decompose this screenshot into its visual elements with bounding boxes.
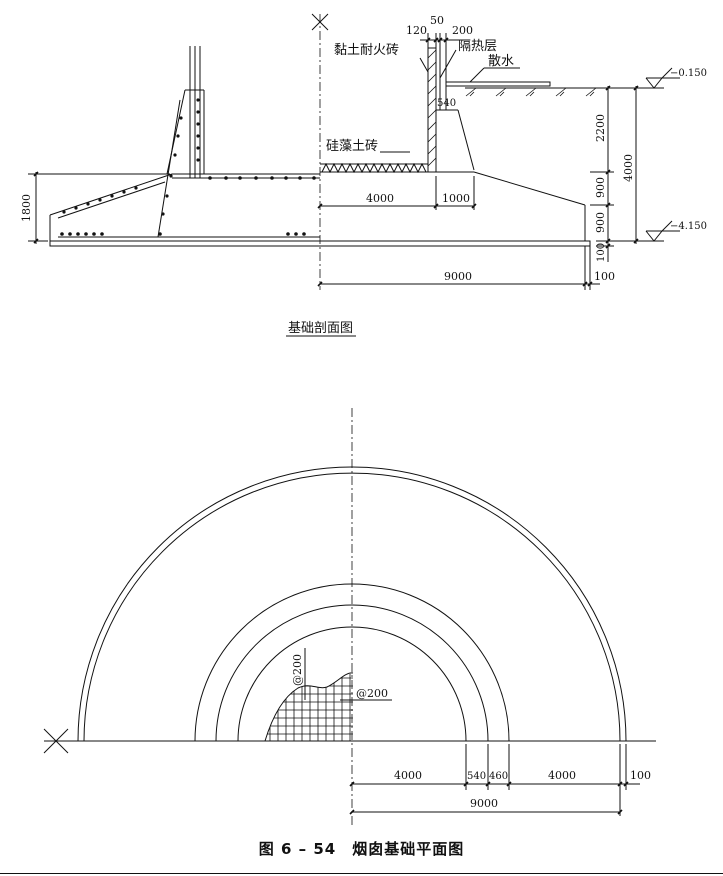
dim-120: 120 [406, 24, 427, 37]
dim-2200: 2200 [594, 114, 607, 142]
spacing-horizontal: @200 [356, 687, 388, 700]
elevation-top: −0.150 [670, 68, 707, 79]
refractory-hatch [427, 49, 437, 167]
elevation-bottom: −4.150 [670, 221, 707, 232]
plan-dim-9000: 9000 [470, 797, 498, 810]
section-view: 黏土耐火砖 隔热层 散水 硅藻土砖 120 50 200 540 4000 10… [20, 13, 707, 337]
dim-4000-v: 4000 [622, 154, 635, 182]
dim-50: 50 [430, 14, 444, 27]
dim-540: 540 [437, 98, 456, 109]
rebar-dots [60, 98, 316, 236]
inner-ring [237, 626, 467, 742]
dim-1000: 1000 [442, 192, 470, 205]
outer-ring-2 [83, 472, 621, 742]
dim-1800: 1800 [20, 194, 33, 222]
plan-dim-100: 100 [630, 769, 651, 782]
dim-4000-h: 4000 [366, 192, 394, 205]
middle-ring-2 [215, 604, 489, 742]
outer-ring-1 [77, 466, 627, 742]
section-reinforcement-half [49, 46, 591, 247]
elevation-top-mark [645, 67, 680, 89]
section-title: 基础剖面图 [288, 321, 353, 336]
plan-dim-540: 540 [467, 771, 486, 782]
plan-view: @200 @200 4000 540 460 4000 100 9000 [43, 408, 656, 828]
reinforcement-mesh [265, 674, 353, 741]
dim-100-h: 100 [594, 270, 615, 283]
dim-9000: 9000 [444, 270, 472, 283]
dim-100-v: 100 [596, 243, 607, 262]
section-construction-half [320, 47, 610, 241]
apron [445, 81, 551, 87]
soil-marks [465, 87, 597, 97]
dim-900-b: 900 [594, 212, 607, 233]
dim-200: 200 [452, 24, 473, 37]
label-apron: 散水 [488, 54, 514, 69]
label-refractory-brick: 黏土耐火砖 [334, 42, 399, 58]
label-diatomite-brick: 硅藻土砖 [326, 139, 378, 154]
elevation-bottom-mark [645, 220, 680, 242]
plan-dim-4000-a: 4000 [394, 769, 422, 782]
spacing-vertical: @200 [291, 654, 304, 686]
middle-ring-1 [194, 583, 510, 742]
plan-dim-4000-b: 4000 [548, 769, 576, 782]
bottom-rule [0, 873, 723, 874]
label-insulation: 隔热层 [458, 39, 497, 54]
plan-dim-460: 460 [489, 771, 508, 782]
mesh-break-line [264, 672, 354, 742]
dim-900-a: 900 [594, 177, 607, 198]
figure-caption: 图 6 – 54 烟囱基础平面图 [258, 840, 465, 858]
